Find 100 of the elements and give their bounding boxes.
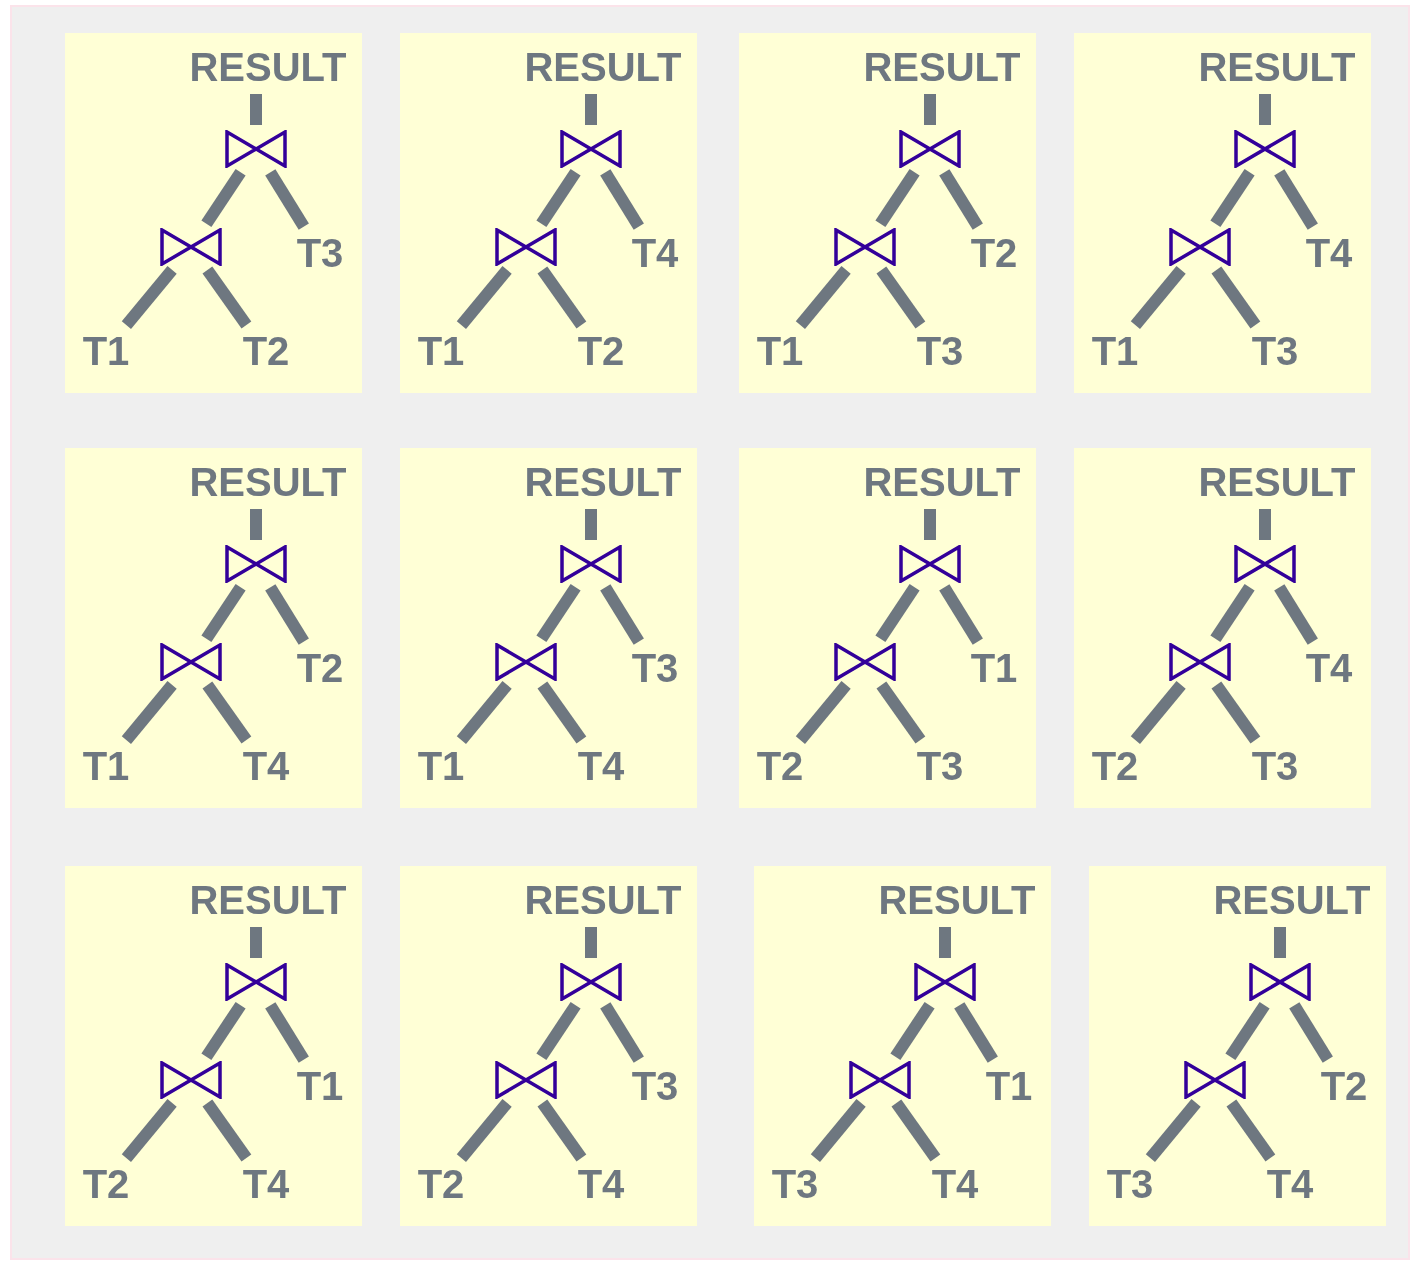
result-label: RESULT [178,45,358,89]
panel [65,866,362,1226]
join-symbol [899,130,961,168]
table-label: T3 [762,1162,828,1206]
connector-line [250,94,262,125]
table-label: T2 [287,646,353,690]
panel [400,448,697,808]
connector-line [954,1002,998,1063]
connector-line [1130,681,1186,744]
connector-line [250,927,262,958]
table-label: T4 [622,231,688,275]
table-label: T1 [961,646,1027,690]
table-label: T2 [568,329,634,373]
panel [1074,33,1371,393]
join-symbol [495,643,557,681]
result-label: RESULT [513,45,693,89]
join-symbol [160,228,222,266]
table-label: T3 [1242,744,1308,788]
join-symbol [160,643,222,681]
connector-line [600,169,644,230]
join-symbol [225,130,287,168]
join-symbol [1249,963,1311,1001]
connector-line [585,94,597,125]
result-label: RESULT [1202,878,1382,922]
table-label: T4 [1296,646,1362,690]
table-label: T3 [1097,1162,1163,1206]
result-label: RESULT [1187,45,1367,89]
connector-line [939,927,951,958]
result-label: RESULT [513,878,693,922]
table-label: T1 [747,329,813,373]
join-symbol [1234,130,1296,168]
table-label: T3 [622,1064,688,1108]
result-label: RESULT [852,45,1032,89]
table-label: T4 [568,744,634,788]
join-symbol [1169,228,1231,266]
connector-line [121,1099,177,1162]
table-label: T4 [233,1162,299,1206]
join-symbol [495,1061,557,1099]
connector-line [456,266,512,329]
connector-line [795,266,851,329]
result-label: RESULT [178,878,358,922]
table-label: T1 [1082,329,1148,373]
connector-line [121,266,177,329]
join-symbol [1169,643,1231,681]
connector-line [924,94,936,125]
table-label: T1 [408,329,474,373]
connector-line [456,681,512,744]
join-symbol [1234,545,1296,583]
panel [65,448,362,808]
table-label: T3 [907,329,973,373]
table-label: T1 [73,744,139,788]
panel [1074,448,1371,808]
table-label: T1 [73,329,139,373]
table-label: T1 [408,744,474,788]
table-label: T1 [976,1064,1042,1108]
connector-line [265,1002,309,1063]
connector-line [600,1002,644,1063]
join-symbol [560,545,622,583]
join-symbol [1184,1061,1246,1099]
table-label: T4 [1257,1162,1323,1206]
connector-line [265,169,309,230]
table-label: T4 [922,1162,988,1206]
result-label: RESULT [852,460,1032,504]
connector-line [1259,509,1271,540]
connector-line [1130,266,1186,329]
connector-line [1289,1002,1333,1063]
table-label: T2 [961,231,1027,275]
join-symbol [560,963,622,1001]
connector-line [1274,169,1318,230]
table-label: T2 [408,1162,474,1206]
table-label: T4 [233,744,299,788]
connector-line [585,509,597,540]
table-label: T3 [287,231,353,275]
join-symbol [225,963,287,1001]
connector-line [121,681,177,744]
result-label: RESULT [867,878,1047,922]
join-symbol [225,545,287,583]
table-label: T3 [907,744,973,788]
table-label: T3 [622,646,688,690]
join-symbol [899,545,961,583]
join-symbol [849,1061,911,1099]
join-symbol [834,228,896,266]
table-label: T2 [73,1162,139,1206]
connector-line [456,1099,512,1162]
table-label: T2 [1082,744,1148,788]
connector-line [585,927,597,958]
table-label: T2 [1311,1064,1377,1108]
panel [739,448,1036,808]
connector-line [1259,94,1271,125]
join-symbol [160,1061,222,1099]
table-label: T3 [1242,329,1308,373]
panel [400,33,697,393]
connector-line [1145,1099,1201,1162]
connector-line [810,1099,866,1162]
table-label: T4 [568,1162,634,1206]
connector-line [265,584,309,645]
result-label: RESULT [513,460,693,504]
panel [754,866,1051,1226]
result-label: RESULT [178,460,358,504]
connector-line [1274,927,1286,958]
